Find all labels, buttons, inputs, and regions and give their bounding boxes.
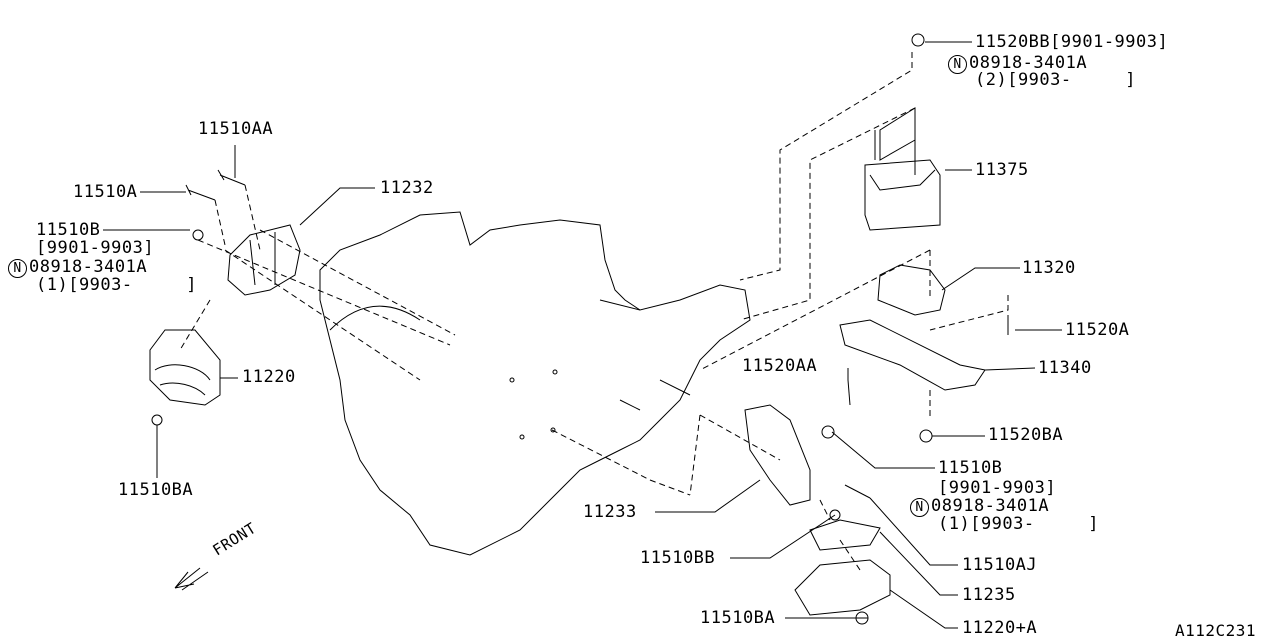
crossmember-11340 xyxy=(839,319,986,391)
label-11233: 11233 xyxy=(583,502,637,522)
bracket-11232 xyxy=(227,224,301,296)
bolt-11510A xyxy=(185,184,216,201)
label-11510AA: 11510AA xyxy=(198,119,274,139)
note-symbol-icon: N xyxy=(948,55,967,74)
nut-11510BB xyxy=(829,509,841,521)
label-11510B-left: 11510B xyxy=(36,220,101,240)
plate-11375 xyxy=(879,107,916,161)
qty-11510B-right: (1)[9903- ] xyxy=(938,514,1100,534)
label-11510AJ: 11510AJ xyxy=(962,555,1038,575)
label-11320: 11320 xyxy=(1022,258,1076,278)
nut-11520BB xyxy=(911,33,925,47)
engine-outline xyxy=(319,211,751,556)
label-11340: 11340 xyxy=(1038,358,1092,378)
front-arrow-icon xyxy=(174,567,209,591)
mount-11220 xyxy=(149,329,221,406)
label-11520BB: 11520BB[9901-9903] xyxy=(975,32,1169,52)
label-11510BA-bottom: 11510BA xyxy=(700,608,776,628)
diagram-code: A112C231 xyxy=(1175,621,1257,640)
engine-bolt-hole xyxy=(519,434,525,440)
label-11375: 11375 xyxy=(975,160,1029,180)
engine-detail xyxy=(329,299,691,411)
dash-guide xyxy=(179,52,1009,571)
bolt-11510AA xyxy=(217,169,246,186)
label-11510BB: 11510BB xyxy=(640,548,716,568)
qty-11510B-left: (1)[9903- ] xyxy=(36,275,198,295)
nut-11520BA xyxy=(919,429,933,443)
nut-11510B-right xyxy=(821,425,835,439)
bolt-11520AA xyxy=(847,379,851,406)
label-11232: 11232 xyxy=(380,178,434,198)
nut-11510B-left xyxy=(192,229,204,241)
note-symbol-icon: N xyxy=(910,498,929,517)
bolt-11510AJ xyxy=(844,484,871,499)
label-11510A: 11510A xyxy=(73,182,138,202)
stud xyxy=(874,130,916,175)
mount-11220A xyxy=(794,559,891,616)
label-11235: 11235 xyxy=(962,585,1016,605)
bracket-11233 xyxy=(744,404,811,506)
date-11510B-left: [9901-9903] xyxy=(36,238,155,258)
label-11520BA: 11520BA xyxy=(988,425,1064,445)
bracket-11235 xyxy=(809,519,881,551)
engine-bolt-hole xyxy=(552,369,558,375)
mount-11320 xyxy=(877,264,946,316)
engine-bolt-hole xyxy=(550,427,556,433)
block-11375 xyxy=(864,159,941,231)
note-symbol-icon: N xyxy=(8,259,27,278)
label-11520AA: 11520AA xyxy=(742,356,818,376)
engine-bolt-hole xyxy=(509,377,515,383)
label-11220A: 11220+A xyxy=(962,618,1038,638)
leader-lines xyxy=(103,41,1062,629)
label-11510BA-left: 11510BA xyxy=(118,480,194,500)
label-11220: 11220 xyxy=(242,367,296,387)
label-11510B-right: 11510B xyxy=(938,458,1003,478)
qty-11520BB: (2)[9903- ] xyxy=(975,70,1137,90)
date-11510B-right: [9901-9903] xyxy=(938,478,1057,498)
label-11520A: 11520A xyxy=(1065,320,1130,340)
nut-11510BA-left xyxy=(151,414,163,426)
